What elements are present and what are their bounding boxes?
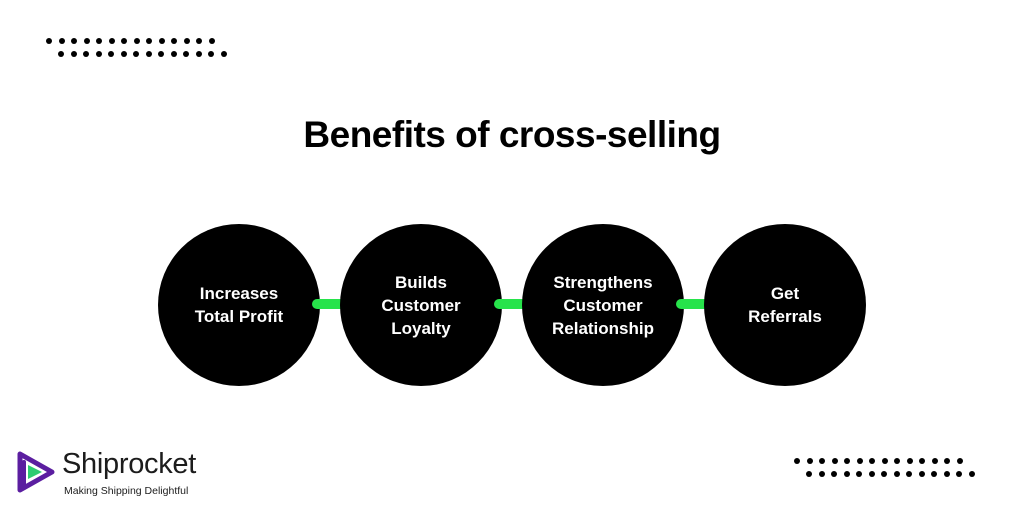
step-get-referrals: Get Referrals [704,224,866,386]
step-increases-total-profit: Increases Total Profit [158,224,320,386]
step-label: Strengthens Customer Relationship [551,272,654,338]
connector-3-4 [676,299,712,309]
connector-2-3 [494,299,530,309]
shiprocket-play-icon [17,451,55,493]
step-builds-customer-loyalty: Builds Customer Loyalty [340,224,502,386]
step-strengthens-customer-relationship: Strengthens Customer Relationship [522,224,684,386]
brand-name: Shiprocket [62,448,197,480]
step-label: Builds Customer Loyalty [381,272,461,338]
connector-1-2 [312,299,348,309]
diagram-title: Benefits of cross-selling [303,114,721,155]
brand-tagline: Making Shipping Delightful [64,485,189,497]
dot-pattern-top-left [46,38,227,64]
step-label: Get Referrals [748,284,822,326]
step-label: Increases Total Profit [194,284,284,326]
dot-pattern-bottom-right [794,458,975,484]
